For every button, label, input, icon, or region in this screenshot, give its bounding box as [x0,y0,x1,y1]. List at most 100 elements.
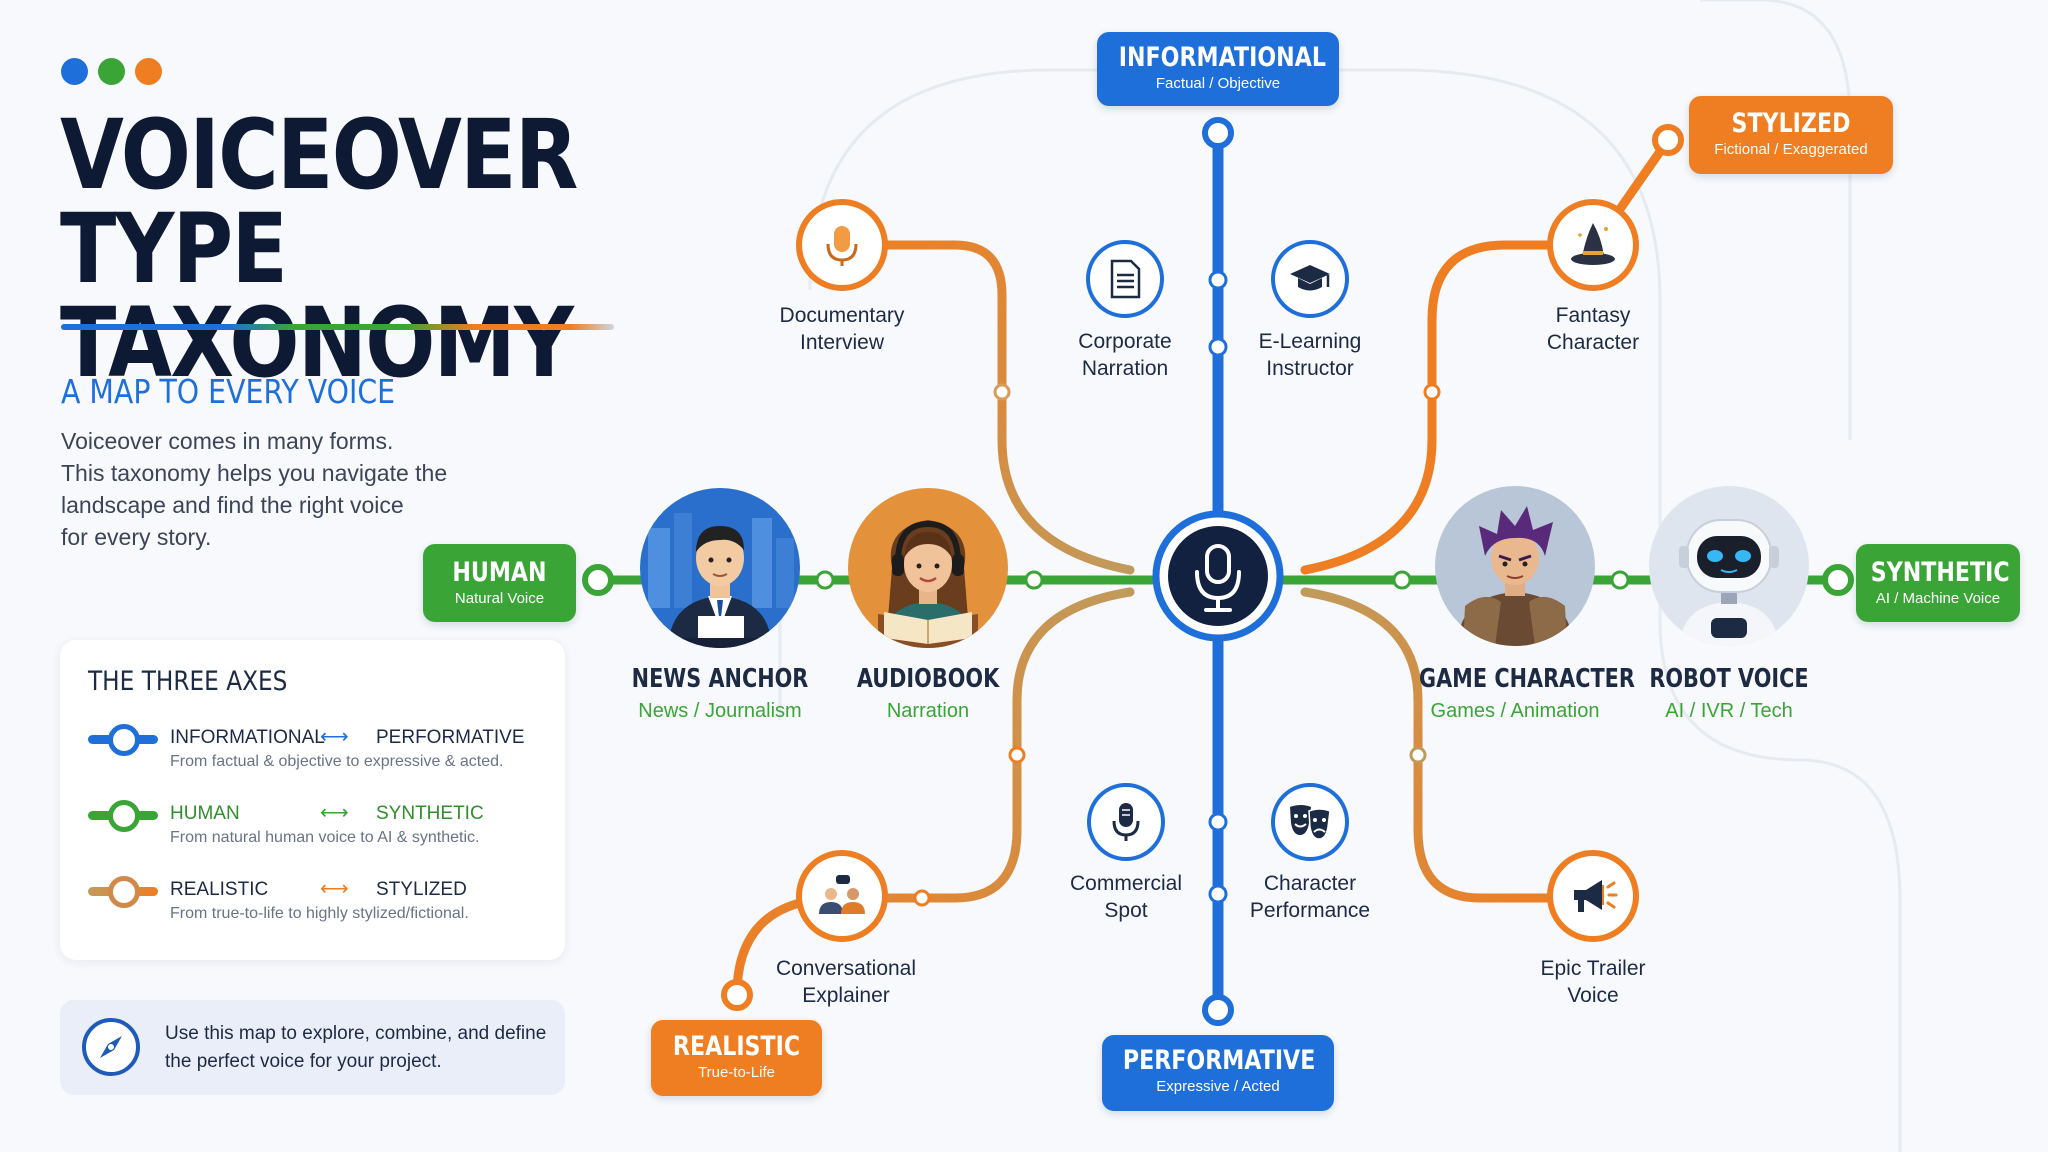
character-performance-node[interactable] [1271,783,1349,861]
title-line-2: TYPE TAXONOMY [60,193,574,399]
game-character-avatar[interactable] [1435,486,1595,646]
performative-pole-badge: PERFORMATIVE Expressive / Acted [1102,1035,1334,1111]
route-trailer-line [1300,587,1598,903]
route-realistic-line [732,587,1135,1000]
title-line-1: VOICEOVER [60,99,578,211]
axis-row-human-synthetic: HUMAN⟷SYNTHETIC From natural human voice… [88,796,558,856]
elearning-instructor-node[interactable] [1271,240,1349,318]
intro-line: This taxonomy helps you navigate the [61,460,448,486]
route-stops [815,270,1630,907]
tip-line: the perfect voice for your project. [165,1051,442,1072]
news-anchor-illustration [640,488,800,648]
tip-text: Use this map to explore, combine, and de… [165,1020,546,1076]
axis-right-label: STYLIZED [376,879,467,900]
commercial-spot-node[interactable] [1087,783,1165,861]
brand-dots [61,58,162,85]
robot-voice-category: AI / IVR / Tech [1665,700,1793,722]
synthetic-pole-badge: SYNTHETIC AI / Machine Voice [1856,544,2020,622]
conversational-explainer-node[interactable] [796,850,888,942]
intro-text: Voiceover comes in many forms. This taxo… [61,425,481,553]
tip-card: Use this map to explore, combine, and de… [60,1000,565,1095]
pole-subtitle: Expressive / Acted [1156,1078,1280,1095]
tip-line: Use this map to explore, combine, and de… [165,1023,547,1044]
axis-row-informational-performative: INFORMATIONAL⟷ PERFORMATIVE From factual … [88,720,558,780]
center-hub [1152,510,1284,642]
people-chat-icon [819,875,865,914]
game-character-illustration [1435,486,1595,646]
news-anchor-avatar[interactable] [640,488,800,648]
pole-title: STYLIZED [1731,108,1851,139]
axis-description: From natural human voice to AI & synthet… [170,829,480,846]
pole-title: SYNTHETIC [1870,557,2010,588]
axis-left-label: INFORMATIONAL [170,727,325,748]
wizard-hat-icon [1571,223,1615,265]
news-anchor-category: News / Journalism [638,700,802,722]
pole-subtitle: Fictional / Exaggerated [1714,141,1868,158]
axis-terminals [582,117,1854,1026]
game-character-name: GAME CHARACTER [1419,664,1635,694]
audiobook-avatar[interactable] [848,488,1008,648]
page-subtitle: A MAP TO EVERY VOICE [61,372,396,411]
three-axes-card: THE THREE AXES INFORMATIONAL⟷PERFORMATIV… [60,640,565,960]
pole-subtitle: True-to-Life [698,1064,775,1081]
intro-line: for every story. [61,524,212,550]
route-documentary-line [837,240,1135,575]
double-arrow-icon: ⟷ [320,802,349,824]
informational-pole-badge: INFORMATIONAL Factual / Objective [1097,32,1339,106]
documentary-interview-node[interactable] [796,199,888,291]
theater-masks-icon [1290,805,1331,840]
green-axis-icon [88,800,158,832]
robot-voice-name: ROBOT VOICE [1649,664,1809,694]
orange-axis-icon [88,876,158,908]
realistic-pole-badge: REALISTIC True-to-Life [651,1020,822,1096]
axis-left-label: REALISTIC [170,879,269,900]
route-stylized-line [1300,135,1673,575]
stylized-pole-badge: STYLIZED Fictional / Exaggerated [1689,96,1893,174]
title-gradient-rule [61,324,614,330]
robot-illustration [1649,486,1809,646]
audiobook-category: Narration [886,700,970,722]
green-dot [98,58,125,85]
blue-axis-icon [88,724,158,756]
double-arrow-icon: ⟷ [320,726,349,748]
microphone-icon [826,226,858,266]
center-microphone-icon [1195,544,1241,612]
game-character-category: Games / Animation [1430,700,1600,722]
pole-title: HUMAN [452,557,547,588]
robot-voice-avatar[interactable] [1649,486,1809,646]
axis-description: From factual & objective to expressive &… [170,753,504,770]
graduation-cap-icon [1290,265,1330,291]
pole-subtitle: Factual / Objective [1155,75,1281,92]
megaphone-icon [1574,880,1618,912]
double-arrow-icon: ⟷ [320,878,349,900]
axis-right-label: PERFORMATIVE [376,727,525,748]
pole-title: PERFORMATIVE [1122,1045,1316,1076]
audiobook-name: AUDIOBOOK [856,664,1000,694]
news-anchor-name: NEWS ANCHOR [631,664,809,694]
document-icon [1110,259,1141,299]
pole-title: INFORMATIONAL [1118,42,1326,73]
axes-card-title: THE THREE AXES [88,666,288,697]
audiobook-narrator-illustration [848,488,1008,648]
microphone-icon [1112,803,1140,841]
intro-line: landscape and find the right voice [61,492,404,518]
pole-subtitle: Natural Voice [454,590,545,607]
corporate-narration-node[interactable] [1086,240,1164,318]
orange-dot [135,58,162,85]
axis-right-label: SYNTHETIC [376,803,484,824]
epic-trailer-voice-node[interactable] [1547,850,1639,942]
blue-dot [61,58,88,85]
axis-row-realistic-stylized: REALISTIC⟷STYLIZED From true-to-life to … [88,872,558,932]
pole-subtitle: AI / Machine Voice [1875,590,2001,607]
fantasy-character-node[interactable] [1547,199,1639,291]
human-pole-badge: HUMAN Natural Voice [423,544,576,622]
pole-title: REALISTIC [672,1031,801,1062]
